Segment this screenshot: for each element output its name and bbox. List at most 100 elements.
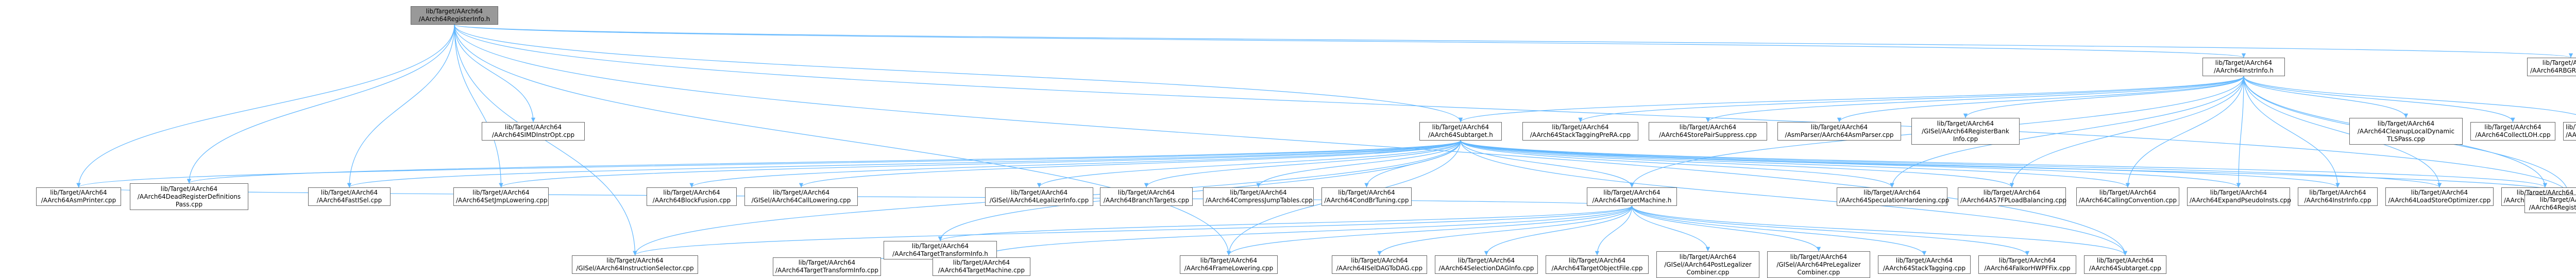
node-label-line-1: lib/Target/AArch64 (953, 259, 1010, 266)
edge-aarch64-instr-info-cpp-to-aarch64-instr-info-h (2243, 76, 2340, 188)
node-label-line-2: /AArch64CleanupLocalDynamic (2357, 127, 2455, 135)
edge-aarch64-target-machine-cpp-to-aarch64-target-machine-h (979, 205, 1633, 258)
node-label-line-3: Combiner.cpp (1797, 268, 1840, 276)
node-aarch64-instr-info-h[interactable]: lib/Target/AArch64 /AArch64InstrInfo.h (2202, 58, 2285, 76)
node-gisel-register-bank-info-cpp[interactable]: lib/Target/AArch64 /GISel/AArch64Registe… (1911, 118, 2020, 145)
node-aarch64-branch-targets-cpp[interactable]: lib/Target/AArch64 /AArch64BranchTargets… (1100, 187, 1193, 206)
node-label-line-2: /AArch64RegisterInfo.cpp (2529, 204, 2576, 211)
node-gisel-legalizer-info-cpp[interactable]: lib/Target/AArch64 /GISel/AArch64Legaliz… (985, 187, 1093, 206)
node-label-line-1: lib/Target/AArch64 (798, 259, 856, 266)
node-aarch64-cond-opt-cpp[interactable]: lib/Target/AArch64 /AArch64CondOpt.cpp (2563, 122, 2576, 141)
node-label-line-1: lib/Target/AArch64 (2210, 189, 2267, 196)
node-label-line-2: /GISel/AArch64PostLegalizer (1664, 260, 1752, 268)
node-label-line-2: /AArch64FalkorHWPFFix.cpp (1984, 265, 2071, 272)
node-aarch64-instr-info-cpp[interactable]: lib/Target/AArch64 /AArch64InstrInfo.cpp (2298, 187, 2378, 206)
edge-gisel-call-lowering-cpp-to-aarch64-subtarget-h (799, 140, 1461, 188)
node-label-line-1: lib/Target/AArch64 (426, 8, 483, 15)
edge-aarch64-store-pair-suppress-cpp-to-aarch64-instr-info-h (1705, 76, 2244, 123)
node-label-line-2: /AArch64StackTaggingPreRA.cpp (1530, 131, 1631, 138)
node-aarch64-target-transform-info-h[interactable]: lib/Target/AArch64 /AArch64TargetTransfo… (884, 241, 997, 259)
edge-aarch64-falkor-hwpf-fix-cpp-to-aarch64-target-machine-h (1631, 205, 2030, 256)
node-aarch64-selection-dag-info-cpp[interactable]: lib/Target/AArch64 /AArch64SelectionDAGI… (1435, 255, 1538, 274)
node-aarch64-speculation-hardening-cpp[interactable]: lib/Target/AArch64 /AArch64SpeculationHa… (1837, 187, 1950, 206)
edge-aarch64-instr-info-cpp-to-aarch64-subtarget-h (1460, 140, 2340, 188)
node-label-line-2: /AsmParser/AArch64AsmParser.cpp (1785, 131, 1894, 138)
node-aarch64-stack-tagging-prera-cpp[interactable]: lib/Target/AArch64 /AArch64StackTaggingP… (1522, 122, 1638, 141)
node-aarch64-stack-tagging-cpp[interactable]: lib/Target/AArch64 /AArch64StackTagging.… (1878, 255, 1971, 274)
node-label-line-1: lib/Target/AArch64 (1351, 257, 1408, 264)
node-aarch64-fast-isel-cpp[interactable]: lib/Target/AArch64 /AArch64FastISel.cpp (308, 187, 391, 206)
node-label-line-2: /AArch64CondBrTuning.cpp (1324, 197, 1409, 204)
edge-aarch64-subtarget-h-to-aarch64-register-info-h (454, 24, 1463, 123)
node-label-line-2: /AArch64FastISel.cpp (316, 197, 382, 204)
node-aarch64-target-machine-h[interactable]: lib/Target/AArch64 /AArch64TargetMachine… (1587, 187, 1677, 206)
node-aarch64-cond-br-tuning-cpp[interactable]: lib/Target/AArch64 /AArch64CondBrTuning.… (1321, 187, 1412, 206)
node-label-line-1: lib/Target/AArch64 (1117, 189, 1175, 196)
node-aarch64-subtarget-cpp[interactable]: lib/Target/AArch64 /AArch64Subtarget.cpp (2084, 255, 2166, 274)
node-aarch64-falkor-hwpf-fix-cpp[interactable]: lib/Target/AArch64 /AArch64FalkorHWPFFix… (1978, 255, 2076, 274)
node-aarch64-asm-printer-cpp[interactable]: lib/Target/AArch64 /AArch64AsmPrinter.cp… (36, 187, 121, 206)
node-aarch64-target-object-file-cpp[interactable]: lib/Target/AArch64 /AArch64TargetObjectF… (1546, 255, 1649, 274)
node-label-line-1: lib/Target/AArch64 (606, 257, 664, 264)
node-gisel-call-lowering-cpp[interactable]: lib/Target/AArch64 /GISel/AArch64CallLow… (744, 187, 858, 206)
node-gisel-pre-legalizer-combiner-cpp[interactable]: lib/Target/AArch64 /GISel/AArch64PreLega… (1767, 251, 1870, 278)
node-aarch64-target-machine-cpp[interactable]: lib/Target/AArch64 /AArch64TargetMachine… (933, 257, 1030, 276)
edge-aarch64-target-machine-h-to-aarch64-subtarget-h (1460, 140, 1634, 188)
node-aarch64-setjmp-lowering-cpp[interactable]: lib/Target/AArch64 /AArch64SetJmpLowerin… (453, 187, 549, 206)
node-label-line-2: /AArch64SIMDInstrOpt.cpp (492, 131, 575, 138)
edge-aarch64-a57-fp-load-balancing-cpp-to-aarch64-subtarget-h (1460, 140, 2014, 188)
node-aarch64-asm-parser-cpp[interactable]: lib/Target/AArch64 /AsmParser/AArch64Asm… (1777, 122, 1901, 141)
node-aarch64-compress-jump-tables-cpp[interactable]: lib/Target/AArch64 /AArch64CompressJumpT… (1203, 187, 1314, 206)
node-label-line-2: /AArch64SpeculationHardening.cpp (1839, 197, 1950, 204)
node-label-line-1: lib/Target/AArch64 (2542, 59, 2576, 66)
node-label-line-2: /GISel/AArch64RegisterBank (1922, 127, 2009, 135)
node-gisel-instruction-selector-cpp[interactable]: lib/Target/AArch64 /GISel/AArch64Instruc… (572, 255, 698, 274)
node-aarch64-cleanup-local-dynamic-tls-cpp[interactable]: lib/Target/AArch64 /AArch64CleanupLocalD… (2349, 118, 2463, 145)
node-label-line-1: lib/Target/AArch64 (1432, 124, 1489, 131)
node-label-line-2: /AArch64Subtarget.cpp (2089, 265, 2161, 272)
node-aarch64-a57-fp-load-balancing-cpp[interactable]: lib/Target/AArch64 /AArch64A57FPLoadBala… (1958, 187, 2066, 206)
node-aarch64-block-fusion-cpp[interactable]: lib/Target/AArch64 /AArch64BlockFusion.c… (647, 187, 737, 206)
edge-gisel-pre-legalizer-combiner-cpp-to-aarch64-target-machine-h (1631, 205, 1821, 252)
node-label-line-3: Pass.cpp (175, 200, 203, 208)
node-aarch64-frame-lowering-cpp[interactable]: lib/Target/AArch64 /AArch64FrameLowering… (1180, 255, 1278, 274)
node-label-line-2: /AArch64RBGRegAlloc.cpp (2530, 67, 2576, 74)
node-label-line-2: /GISel/AArch64PreLegalizer (1776, 260, 1861, 268)
node-label-line-2: /AArch64TargetMachine.cpp (938, 267, 1025, 274)
node-aarch64-load-store-optimizer-cpp[interactable]: lib/Target/AArch64 /AArch64LoadStoreOpti… (2385, 187, 2494, 206)
node-aarch64-rbgregalloc-cpp[interactable]: lib/Target/AArch64 /AArch64RBGRegAlloc.c… (2527, 58, 2576, 76)
edge-aarch64-isel-dag-to-dag-cpp-to-aarch64-target-machine-h (1377, 205, 1633, 256)
node-label-line-1: lib/Target/AArch64 (1937, 119, 1994, 127)
node-aarch64-subtarget-h[interactable]: lib/Target/AArch64 /AArch64Subtarget.h (1419, 122, 1502, 141)
edge-aarch64-cond-opt-cpp-to-aarch64-instr-info-h (2243, 76, 2576, 115)
edge-aarch64-speculation-hardening-cpp-to-aarch64-subtarget-h (1460, 140, 1894, 188)
node-aarch64-expand-pseudo-insts-cpp[interactable]: lib/Target/AArch64 /AArch64ExpandPseudoI… (2187, 187, 2292, 206)
node-aarch64-isel-dag-to-dag-cpp[interactable]: lib/Target/AArch64 /AArch64ISelDAGToDAG.… (1332, 255, 1427, 274)
node-label-line-2: /AArch64TargetMachine.h (1592, 197, 1672, 204)
edge-gisel-register-bank-info-cpp-to-aarch64-instr-info-h (1963, 76, 2244, 118)
node-label-line-1: lib/Target/AArch64 (2096, 257, 2154, 264)
node-gisel-post-legalizer-combiner-cpp[interactable]: lib/Target/AArch64 /GISel/AArch64PostLeg… (1656, 251, 1759, 278)
node-label-line-1: lib/Target/AArch64 (1998, 257, 2056, 264)
edge-aarch64-subtarget-h-to-aarch64-instr-info-h (1459, 76, 2244, 123)
node-label-line-2: /AArch64ExpandPseudoInsts.cpp (2190, 197, 2292, 204)
edge-aarch64-cleanup-local-dynamic-tls-cpp-to-aarch64-instr-info-h (2243, 76, 2409, 118)
edge-aarch64-instr-info-h-to-aarch64-register-info-h (454, 24, 2246, 58)
edge-aarch64-dead-register-definitions-pass-cpp-to-aarch64-subtarget-h (187, 140, 1461, 184)
edge-aarch64-target-object-file-cpp-to-aarch64-target-machine-h (1595, 205, 1633, 256)
edge-aarch64-register-info-cpp-to-aarch64-subtarget-h (1460, 140, 2570, 195)
node-aarch64-simd-instr-opt-cpp[interactable]: lib/Target/AArch64 /AArch64SIMDInstrOpt.… (482, 122, 585, 141)
node-aarch64-store-pair-suppress-cpp[interactable]: lib/Target/AArch64 /AArch64StorePairSupp… (1649, 122, 1767, 141)
edge-aarch64-fast-isel-cpp-to-aarch64-subtarget-h (347, 140, 1461, 188)
node-label-line-2: /AArch64StackTagging.cpp (1883, 265, 1966, 272)
node-aarch64-calling-convention-cpp[interactable]: lib/Target/AArch64 /AArch64CallingConven… (2076, 187, 2179, 206)
node-aarch64-register-info-h[interactable]: lib/Target/AArch64 /AArch64RegisterInfo.… (411, 6, 498, 25)
node-aarch64-target-transform-info-cpp[interactable]: lib/Target/AArch64 /AArch64TargetTransfo… (773, 257, 881, 276)
edge-aarch64-sls-hardening-cpp-to-aarch64-subtarget-h (1460, 140, 2547, 188)
node-aarch64-register-info-cpp[interactable]: lib/Target/AArch64 /AArch64RegisterInfo.… (2524, 195, 2576, 213)
node-aarch64-collect-loh-cpp[interactable]: lib/Target/AArch64 /AArch64CollectLOH.cp… (2470, 122, 2555, 141)
edge-aarch64-fast-isel-cpp-to-aarch64-register-info-h (347, 24, 455, 188)
node-label-line-1: lib/Target/AArch64 (1790, 253, 1848, 260)
node-aarch64-dead-register-definitions-pass-cpp[interactable]: lib/Target/AArch64 /AArch64DeadRegisterD… (130, 183, 248, 210)
